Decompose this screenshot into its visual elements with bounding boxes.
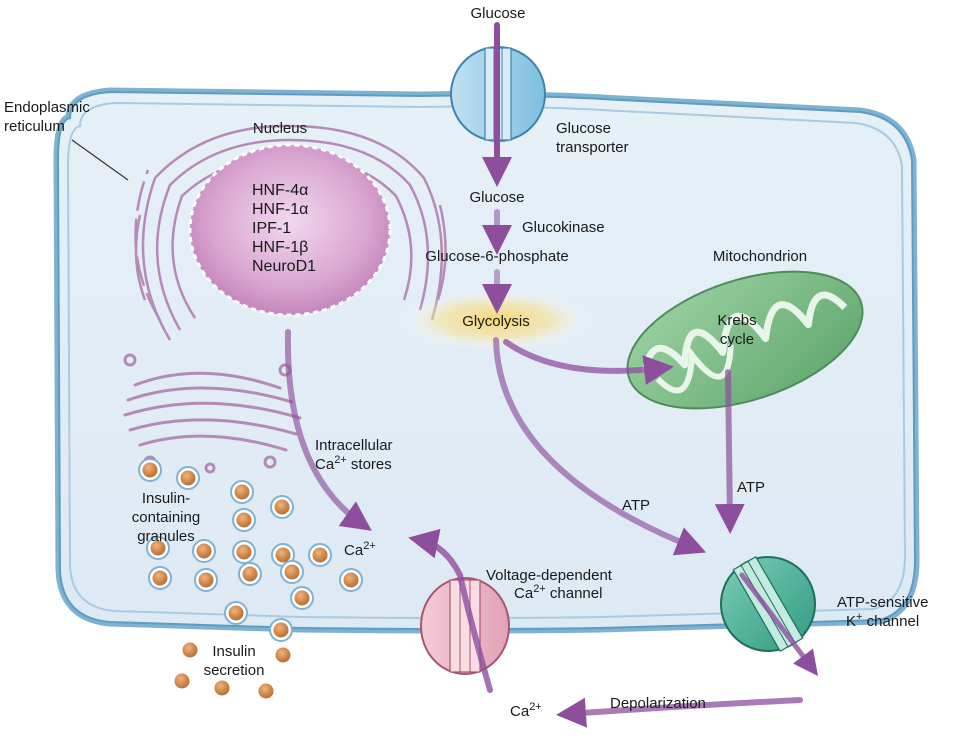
label-krebs-1: Krebs (717, 312, 756, 329)
arrow-ca-influx (408, 528, 493, 693)
secreted-insulin-particle (258, 683, 274, 699)
secreted-insulin-particle (182, 642, 198, 658)
insulin-granule (142, 462, 158, 478)
secreted-insulin-particle (174, 673, 190, 689)
label-er-2: reticulum (4, 118, 65, 135)
insulin-granule (196, 543, 212, 559)
insulin-granule (284, 564, 300, 580)
mitochondrion (626, 270, 864, 410)
insulin-granule (343, 572, 359, 588)
label-depolarization: Depolarization (610, 695, 706, 712)
label-secretion-2: secretion (204, 662, 265, 679)
label-secretion-1: Insulin (212, 643, 255, 660)
label-nucleus: Nucleus (253, 120, 307, 137)
arrow-mito-atp (714, 369, 745, 534)
secreted-insulin-particle (275, 647, 291, 663)
insulin-granule (236, 512, 252, 528)
label-vdcc-2: Ca2+ channel (514, 583, 602, 602)
label-granules-2: containing (132, 509, 200, 526)
arrow-glycolysis-atp (493, 337, 707, 556)
label-krebs-2: cycle (720, 331, 754, 348)
gene-label: HNF-4α (252, 182, 308, 199)
label-atp-right: ATP (737, 479, 765, 496)
insulin-granule (234, 484, 250, 500)
endoplasmic-reticulum (134, 124, 447, 341)
label-glucose-outside: Glucose (470, 5, 525, 22)
atp-sensitive-k-channel (720, 555, 816, 653)
gene-label: HNF-1α (252, 201, 308, 218)
label-transporter-2: transporter (556, 139, 629, 156)
arrow-katp-out (739, 572, 819, 676)
insulin-granule (228, 605, 244, 621)
insulin-granule (273, 622, 289, 638)
arrow-depolarization (556, 697, 803, 728)
pathway-arrows (284, 22, 819, 728)
label-transporter-1: Glucose (556, 120, 611, 137)
label-ca-stores-1: Intracellular (315, 437, 393, 454)
gene-label: NeuroD1 (252, 258, 316, 275)
secreted-insulin-particle (214, 680, 230, 696)
label-ca-inside: Ca2+ (344, 540, 376, 559)
label-katp-2: K+ channel (846, 611, 919, 630)
secreted-insulin (174, 642, 291, 699)
nucleus (188, 143, 392, 317)
label-mitochondrion: Mitochondrion (713, 248, 807, 265)
label-katp-1: ATP-sensitive (837, 594, 928, 611)
insulin-granule (242, 566, 258, 582)
label-vdcc-1: Voltage-dependent (486, 567, 613, 584)
label-ca-outside: Ca2+ (510, 701, 542, 720)
insulin-granule (150, 540, 166, 556)
insulin-granule (236, 544, 252, 560)
insulin-granule (180, 470, 196, 486)
label-glucose-inside: Glucose (469, 189, 524, 206)
glycolysis-glow (401, 290, 591, 350)
label-g6p: Glucose-6-phosphate (425, 248, 568, 265)
label-glucokinase: Glucokinase (522, 219, 605, 236)
label-glycolysis: Glycolysis (462, 313, 530, 330)
er-pointer-line (71, 139, 129, 181)
label-granules-3: granules (137, 528, 195, 545)
insulin-granule (294, 590, 310, 606)
gene-label: IPF-1 (252, 220, 291, 237)
insulin-granules (138, 458, 363, 642)
label-er-1: Endoplasmic (4, 99, 90, 116)
label-atp-left: ATP (622, 497, 650, 514)
insulin-granule (274, 499, 290, 515)
insulin-granule (198, 572, 214, 588)
insulin-granule (152, 570, 168, 586)
label-granules-1: Insulin- (142, 490, 190, 507)
arrow-glycolysis-to-mito (503, 339, 674, 385)
insulin-granule (275, 547, 291, 563)
gene-label: HNF-1β (252, 239, 308, 256)
label-ca-stores-2: Ca2+ stores (315, 454, 392, 473)
arrow-ca-stores (284, 329, 372, 531)
insulin-granule (312, 547, 328, 563)
